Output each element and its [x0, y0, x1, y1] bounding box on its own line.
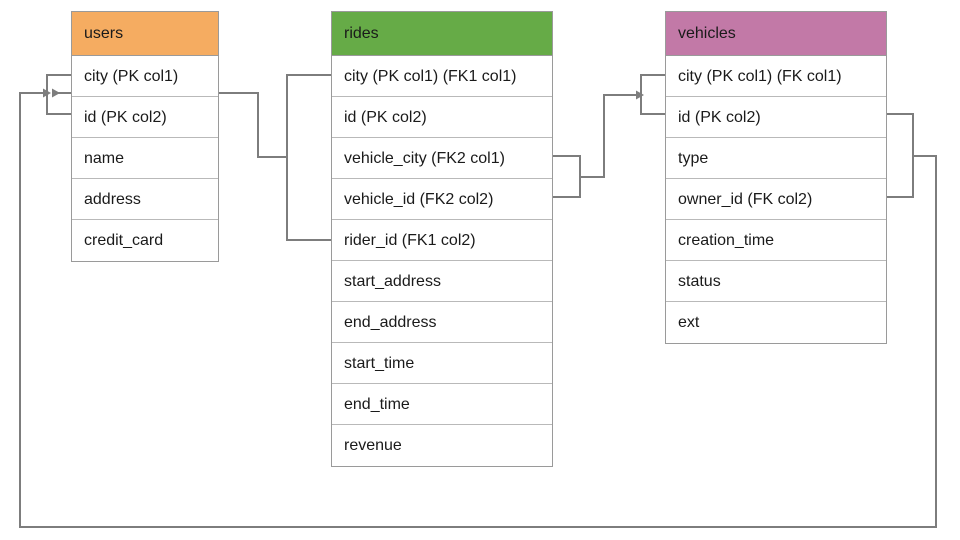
table-users-column-city[interactable]: city (PK col1): [72, 56, 218, 97]
table-rides-column-rider-id[interactable]: rider_id (FK1 col2): [332, 220, 552, 261]
connector-rides-fk2-bracket: [553, 155, 581, 198]
table-rides-column-end-address[interactable]: end_address: [332, 302, 552, 343]
table-rides-column-vehicle-city[interactable]: vehicle_city (FK2 col1): [332, 138, 552, 179]
table-rides-column-city[interactable]: city (PK col1) (FK1 col1): [332, 56, 552, 97]
table-rides-column-id[interactable]: id (PK col2): [332, 97, 552, 138]
table-users-column-id[interactable]: id (PK col2): [72, 97, 218, 138]
table-rides-column-vehicle-id[interactable]: vehicle_id (FK2 col2): [332, 179, 552, 220]
table-users-column-credit-card[interactable]: credit_card: [84, 232, 164, 249]
table-users[interactable]: users city (PK col1) id (PK col2) name a…: [71, 11, 219, 262]
table-vehicles-column-type[interactable]: type: [666, 138, 886, 179]
table-rides-column-revenue[interactable]: revenue: [344, 437, 402, 454]
table-vehicles-column-creation-time[interactable]: creation_time: [666, 220, 886, 261]
connector-rides-fk2-route: [580, 90, 644, 178]
table-users-column-name[interactable]: name: [72, 138, 218, 179]
connector-rides-fk1-bracket: [286, 74, 331, 241]
connector-vehicles-bracket: [640, 74, 665, 115]
table-rides-column-start-address[interactable]: start_address: [332, 261, 552, 302]
table-vehicles-header: vehicles: [666, 12, 886, 56]
table-rides-column-start-time[interactable]: start_time: [332, 343, 552, 384]
table-users-column-address[interactable]: address: [72, 179, 218, 220]
table-vehicles-column-ext[interactable]: ext: [678, 314, 700, 331]
table-rides[interactable]: rides city (PK col1) (FK1 col1) id (PK c…: [331, 11, 553, 467]
table-rides-header: rides: [332, 12, 552, 56]
connector-vehicles-fk-bracket: [887, 113, 914, 198]
table-vehicles[interactable]: vehicles city (PK col1) (FK col1) id (PK…: [665, 11, 887, 344]
table-vehicles-column-status[interactable]: status: [666, 261, 886, 302]
connector-users-bracket: [46, 74, 71, 115]
table-vehicles-column-id[interactable]: id (PK col2): [666, 97, 886, 138]
table-rides-column-end-time[interactable]: end_time: [332, 384, 552, 425]
table-vehicles-column-owner-id[interactable]: owner_id (FK col2): [666, 179, 886, 220]
table-users-header: users: [72, 12, 218, 56]
table-vehicles-column-city[interactable]: city (PK col1) (FK col1): [666, 56, 886, 97]
